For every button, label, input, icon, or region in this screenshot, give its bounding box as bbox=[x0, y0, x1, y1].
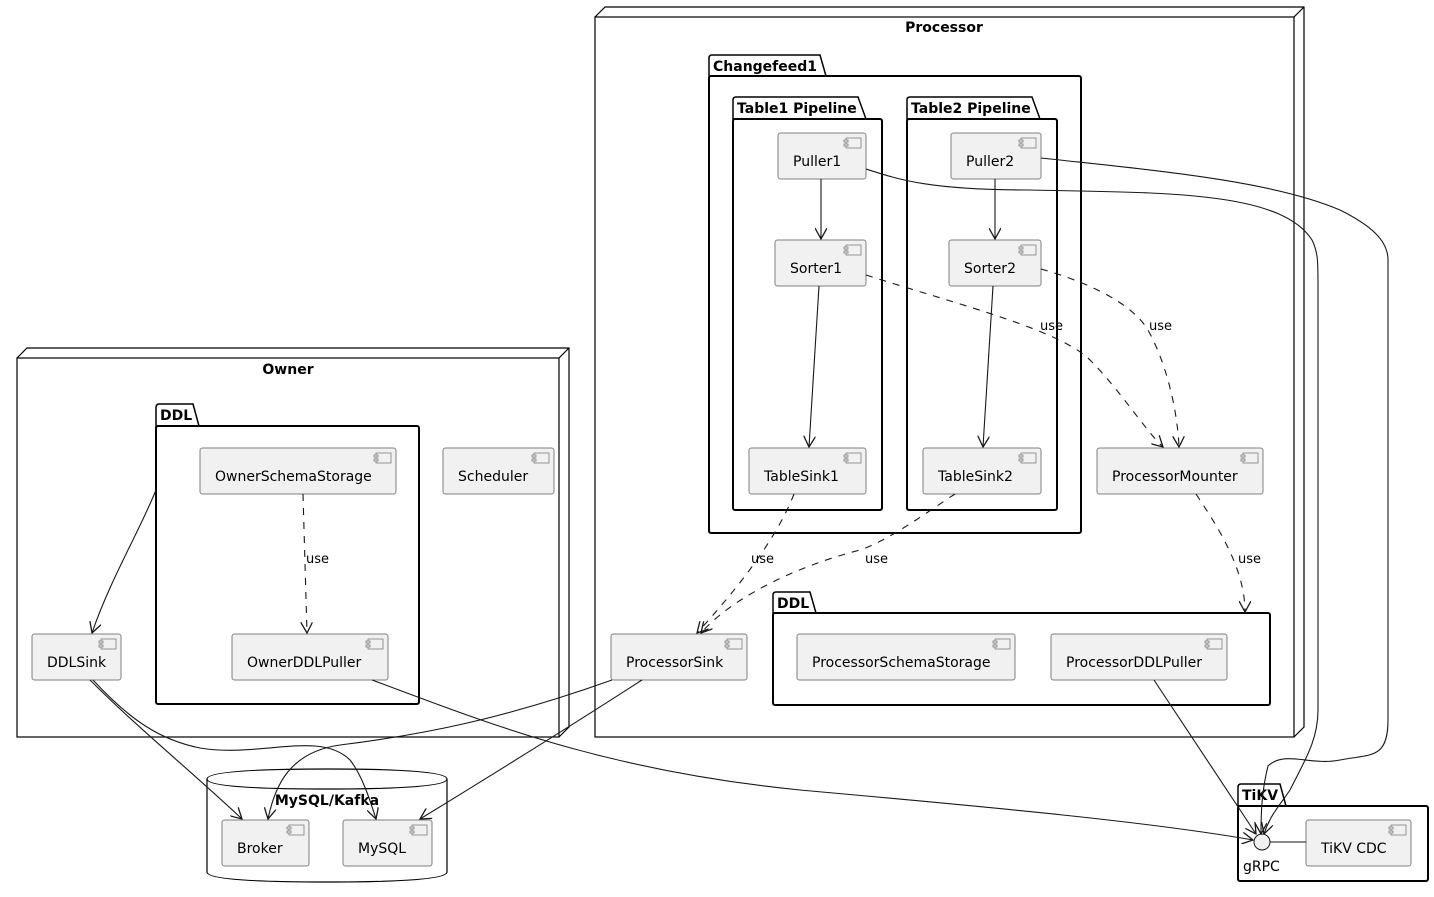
component-icon bbox=[286, 824, 305, 836]
owner-node-title: Owner bbox=[262, 362, 313, 378]
processor-ddl-puller-label: ProcessorDDLPuller bbox=[1066, 655, 1202, 671]
component-icon bbox=[992, 638, 1011, 650]
edge-ddlsink-mysql bbox=[92, 679, 376, 819]
edge-mounter-processor-ddl bbox=[1195, 493, 1245, 612]
component-icon bbox=[531, 452, 550, 464]
owner-schema-storage-component[interactable]: OwnerSchemaStorage bbox=[199, 447, 397, 495]
edge-sorter1-tablesink1 bbox=[809, 285, 820, 447]
edge-label-mounter-ddl: use bbox=[1238, 552, 1261, 567]
tikv-cdc-label: TiKV CDC bbox=[1320, 841, 1387, 857]
edge-processorddlpuller-grpc bbox=[1153, 679, 1256, 834]
grpc-interface[interactable]: gRPC bbox=[1243, 833, 1306, 875]
edge-label-sorter1-mounter: use bbox=[1040, 319, 1063, 334]
mysql-kafka-title: MySQL/Kafka bbox=[275, 793, 379, 809]
processor-mounter-label: ProcessorMounter bbox=[1112, 469, 1238, 485]
scheduler-box[interactable] bbox=[442, 447, 555, 495]
edge-label-ownerschema-ownerddlpuller: use bbox=[306, 552, 329, 567]
table2-pipeline-title: Table2 Pipeline bbox=[911, 101, 1031, 117]
edge-label-tablesink1-processorsink: use bbox=[751, 552, 774, 567]
ddl-sink-component[interactable]: DDLSink bbox=[31, 633, 122, 681]
mysql-component[interactable]: MySQL bbox=[342, 819, 433, 867]
puller2-label: Puller2 bbox=[966, 154, 1014, 170]
owner-ddl-puller-component[interactable]: OwnerDDLPuller bbox=[231, 633, 389, 681]
edge-label-tablesink2-processorsink: use bbox=[865, 552, 888, 567]
tablesink1-label: TableSink1 bbox=[763, 469, 839, 485]
component-icon bbox=[1388, 824, 1407, 836]
edge-ddlsink-broker bbox=[89, 679, 242, 819]
mysql-label: MySQL bbox=[358, 841, 406, 857]
processor-node-title: Processor bbox=[905, 20, 983, 36]
puller1-label: Puller1 bbox=[793, 154, 841, 170]
owner-ddl-title: DDL bbox=[160, 408, 192, 424]
component-icon bbox=[1018, 452, 1037, 464]
sorter1-component[interactable]: Sorter1 bbox=[774, 239, 867, 287]
table1-pipeline-title: Table1 Pipeline bbox=[737, 101, 857, 117]
processor-sink-box[interactable] bbox=[610, 633, 748, 681]
broker-component[interactable]: Broker bbox=[221, 819, 310, 867]
ddl-sink-label: DDLSink bbox=[47, 655, 107, 671]
sorter2-box[interactable] bbox=[948, 239, 1042, 287]
sorter2-label: Sorter2 bbox=[964, 261, 1016, 277]
component-icon bbox=[843, 452, 862, 464]
component-icon bbox=[1240, 452, 1259, 464]
edge-tablesink1-processorsink bbox=[697, 493, 795, 633]
tikv-cdc-component[interactable]: TiKV CDC bbox=[1305, 819, 1412, 867]
table1-pipeline-package: Table1 Pipeline bbox=[732, 96, 883, 511]
edge-processorsink-mysql bbox=[420, 679, 643, 819]
edge-sorter1-mounter bbox=[865, 274, 1163, 447]
scheduler-component[interactable]: Scheduler bbox=[442, 447, 555, 495]
edge-sorter2-tablesink2 bbox=[983, 285, 994, 447]
tikv-title: TiKV bbox=[1242, 788, 1278, 804]
scheduler-label: Scheduler bbox=[458, 469, 528, 485]
processor-ddl-title: DDL bbox=[777, 596, 809, 612]
component-icon bbox=[365, 638, 384, 650]
puller2-box[interactable] bbox=[950, 132, 1042, 180]
owner-schema-storage-box[interactable] bbox=[199, 447, 397, 495]
grpc-interface-icon[interactable] bbox=[1253, 833, 1271, 851]
owner-schema-storage-label: OwnerSchemaStorage bbox=[215, 469, 372, 485]
edge-ownerschemastorage-ownerddlpuller bbox=[303, 493, 307, 633]
processor-ddl-puller-component[interactable]: ProcessorDDLPuller bbox=[1050, 633, 1228, 681]
tikv-cdc-box[interactable] bbox=[1305, 819, 1412, 867]
edge-sorter2-mounter bbox=[1040, 268, 1179, 447]
component-icon bbox=[1018, 244, 1037, 256]
component-icon bbox=[724, 638, 743, 650]
puller2-component[interactable]: Puller2 bbox=[950, 132, 1042, 180]
sorter1-box[interactable] bbox=[774, 239, 867, 287]
component-icon bbox=[1018, 137, 1037, 149]
component-icon bbox=[409, 824, 428, 836]
processor-sink-label: ProcessorSink bbox=[626, 655, 724, 671]
processor-schema-storage-label: ProcessorSchemaStorage bbox=[812, 655, 991, 671]
tablesink2-label: TableSink2 bbox=[937, 469, 1013, 485]
processor-mounter-component[interactable]: ProcessorMounter bbox=[1096, 447, 1264, 495]
table2-pipeline-package: Table2 Pipeline bbox=[906, 96, 1058, 511]
broker-label: Broker bbox=[237, 841, 283, 857]
component-icon bbox=[843, 244, 862, 256]
processor-schema-storage-box[interactable] bbox=[796, 633, 1016, 681]
owner-ddl-puller-label: OwnerDDLPuller bbox=[247, 655, 362, 671]
tablesink2-component[interactable]: TableSink2 bbox=[922, 447, 1042, 495]
component-icon bbox=[843, 137, 862, 149]
edge-puller2-grpc bbox=[1040, 157, 1389, 834]
processor-sink-component[interactable]: ProcessorSink bbox=[610, 633, 748, 681]
component-icon bbox=[98, 638, 117, 650]
edge-label-sorter2-mounter: use bbox=[1149, 319, 1172, 334]
edges: use use use use use use bbox=[89, 157, 1389, 840]
edge-puller1-grpc bbox=[865, 168, 1319, 834]
component-icon bbox=[1204, 638, 1223, 650]
processor-schema-storage-component[interactable]: ProcessorSchemaStorage bbox=[796, 633, 1016, 681]
edge-tablesink2-processorsink bbox=[701, 493, 956, 633]
processor-ddl-puller-box[interactable] bbox=[1050, 633, 1228, 681]
grpc-label: gRPC bbox=[1243, 859, 1280, 875]
puller1-component[interactable]: Puller1 bbox=[777, 132, 867, 180]
sorter1-label: Sorter1 bbox=[790, 261, 842, 277]
sorter2-component[interactable]: Sorter2 bbox=[948, 239, 1042, 287]
edge-processorsink-broker bbox=[268, 679, 613, 819]
edge-owner-ddl-ddlsink bbox=[92, 489, 157, 633]
component-icon bbox=[373, 452, 392, 464]
tablesink1-component[interactable]: TableSink1 bbox=[748, 447, 867, 495]
changefeed1-package-title: Changefeed1 bbox=[713, 59, 817, 75]
